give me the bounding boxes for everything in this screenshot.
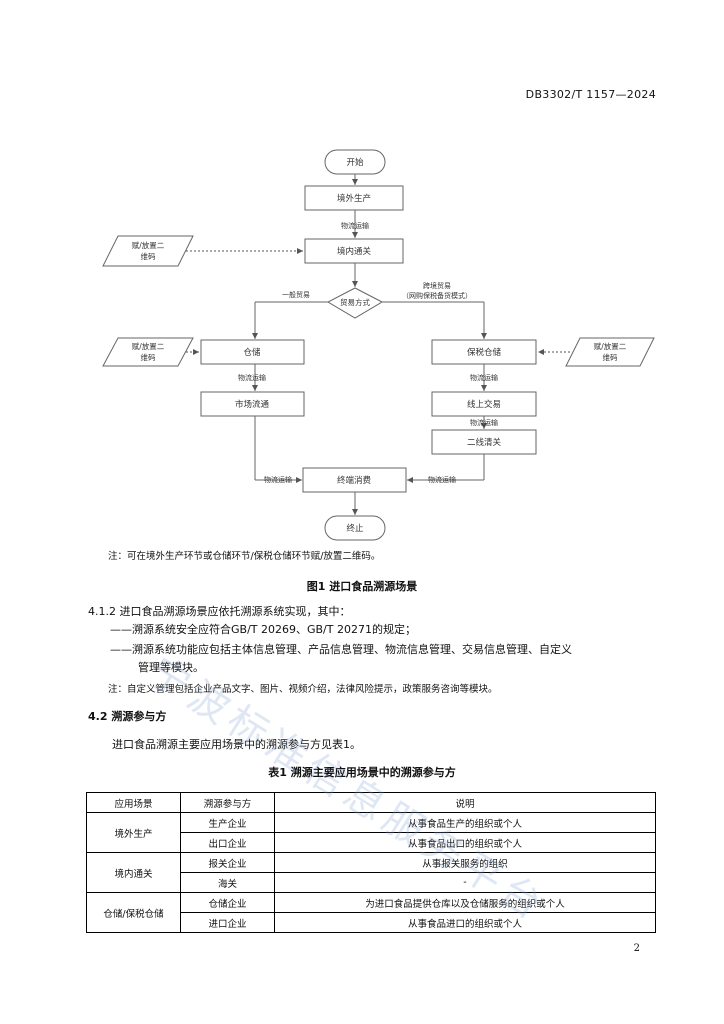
section-4-2-paragraph: 进口食品溯源主要应用场景中的溯源参与方见表1。	[112, 738, 361, 751]
edge-label-logistics-3: 物流运输	[470, 373, 498, 382]
overseas-production-node	[304, 185, 404, 211]
table-cell-scene: 仓储/保税仓储	[86, 892, 181, 933]
clause-item-1: ——溯源系统安全应符合GB/T 20269、GB/T 20271的规定；	[110, 623, 416, 636]
table-cell-scene: 境外生产	[86, 812, 181, 853]
qr-top-line2: 维码	[141, 251, 156, 261]
table-row: 进口企业 从事食品进口的组织或个人	[87, 912, 656, 933]
market-circulation-node	[200, 391, 305, 417]
customs-clearance-label: 境内通关	[337, 246, 372, 257]
table-cell-party: 海关	[180, 872, 275, 893]
table-header-scene: 应用场景	[86, 792, 181, 813]
participants-table: 应用场景 溯源参与方 说明 境外生产 生产企业 从事食品生产的组织或个人 出口企…	[86, 792, 656, 933]
bonded-warehouse-node	[431, 339, 537, 365]
edge-label-logistics-2: 物流运输	[238, 373, 266, 382]
traceability-flowchart: 开始 境外生产 境内通关 贸易方式 仓储 市场流通 保税仓储 线上交易 二线清关…	[102, 149, 655, 541]
end-label: 终止	[346, 523, 364, 534]
overseas-production-label: 境外生产	[337, 193, 371, 204]
qr-left-line1: 赋/放置二	[132, 341, 165, 351]
customs-clearance-node	[304, 238, 404, 264]
warehouse-node	[200, 339, 305, 365]
edge-label-cross-border: 跨境贸易	[423, 281, 451, 290]
qr-top-line1: 赋/放置二	[132, 240, 165, 250]
edge-label-logistics-1: 物流运输	[341, 221, 369, 230]
table-cell-party: 出口企业	[180, 832, 275, 853]
figure-title: 图1 进口食品溯源场景	[306, 580, 418, 593]
edge-label-logistics-5: 物流运输	[264, 475, 292, 484]
figure-note: 注：可在境外生产环节或仓储环节/保税仓储环节赋/放置二维码。	[108, 551, 381, 562]
edge-label-general-trade: 一般贸易	[282, 290, 310, 299]
table-row: 境内通关 报关企业 从事报关服务的组织	[86, 852, 656, 893]
document-code: DB3302/T 1157—2024	[525, 88, 656, 101]
table-cell-party: 报关企业	[180, 852, 275, 873]
qr-right-line1: 赋/放置二	[594, 341, 627, 351]
table-cell-party: 生产企业	[180, 812, 275, 833]
section-4-2-heading: 4.2 溯源参与方	[88, 710, 167, 723]
table-cell-desc: 为进口食品提供仓库以及仓储服务的组织或个人	[274, 892, 656, 913]
table-row: 境外生产 生产企业 从事食品生产的组织或个人	[86, 812, 656, 853]
edge-label-cross-border-sub: （网购保税备货模式）	[402, 291, 472, 300]
table-cell-scene: 境内通关	[86, 852, 181, 893]
table-row: 出口企业 从事食品出口的组织或个人	[87, 832, 656, 853]
edge-label-logistics-4: 物流运输	[470, 418, 498, 427]
trade-mode-decision	[326, 287, 384, 319]
start-label: 开始	[346, 157, 364, 168]
qr-left-line2: 维码	[141, 352, 156, 362]
second-clearance-label: 二线清关	[467, 437, 502, 448]
qr-right-parallelogram	[565, 337, 655, 367]
clause-note: 注：自定义管理包括企业产品文字、图片、视频介绍，法律风险提示，政策服务咨询等模块…	[108, 684, 498, 695]
online-trade-node	[431, 391, 537, 417]
table-row: 仓储/保税仓储 仓储企业 为进口食品提供仓库以及仓储服务的组织或个人	[86, 892, 656, 933]
market-circulation-label: 市场流通	[235, 399, 270, 410]
page-number: 2	[633, 943, 640, 954]
end-node	[324, 515, 386, 541]
clause-item-2-line2: 管理等模块。	[138, 661, 204, 674]
online-trade-label: 线上交易	[467, 399, 501, 410]
trade-mode-label: 贸易方式	[340, 297, 370, 307]
edge-label-logistics-6: 物流运输	[428, 475, 456, 484]
table-cell-party: 进口企业	[180, 912, 275, 933]
clause-item-2-line1: ——溯源系统功能应包括主体信息管理、产品信息管理、物流信息管理、交易信息管理、自…	[110, 643, 572, 656]
qr-top-parallelogram	[102, 235, 194, 267]
qr-right-line2: 维码	[603, 352, 618, 362]
clause-4-1-2-heading: 4.1.2 进口食品溯源场景应依托溯源系统实现，其中：	[88, 605, 351, 618]
table-cell-desc: 从事食品进口的组织或个人	[274, 912, 656, 933]
table-header-party: 溯源参与方	[180, 792, 275, 813]
table-title: 表1 溯源主要应用场景中的溯源参与方	[268, 766, 456, 779]
final-consumption-label: 终端消费	[337, 475, 372, 486]
final-consumption-node	[302, 467, 407, 493]
bonded-warehouse-label: 保税仓储	[467, 347, 502, 358]
second-clearance-node	[431, 429, 537, 455]
qr-left-parallelogram	[102, 337, 194, 367]
table-cell-party: 仓储企业	[180, 892, 275, 913]
warehouse-label: 仓储	[243, 347, 261, 358]
